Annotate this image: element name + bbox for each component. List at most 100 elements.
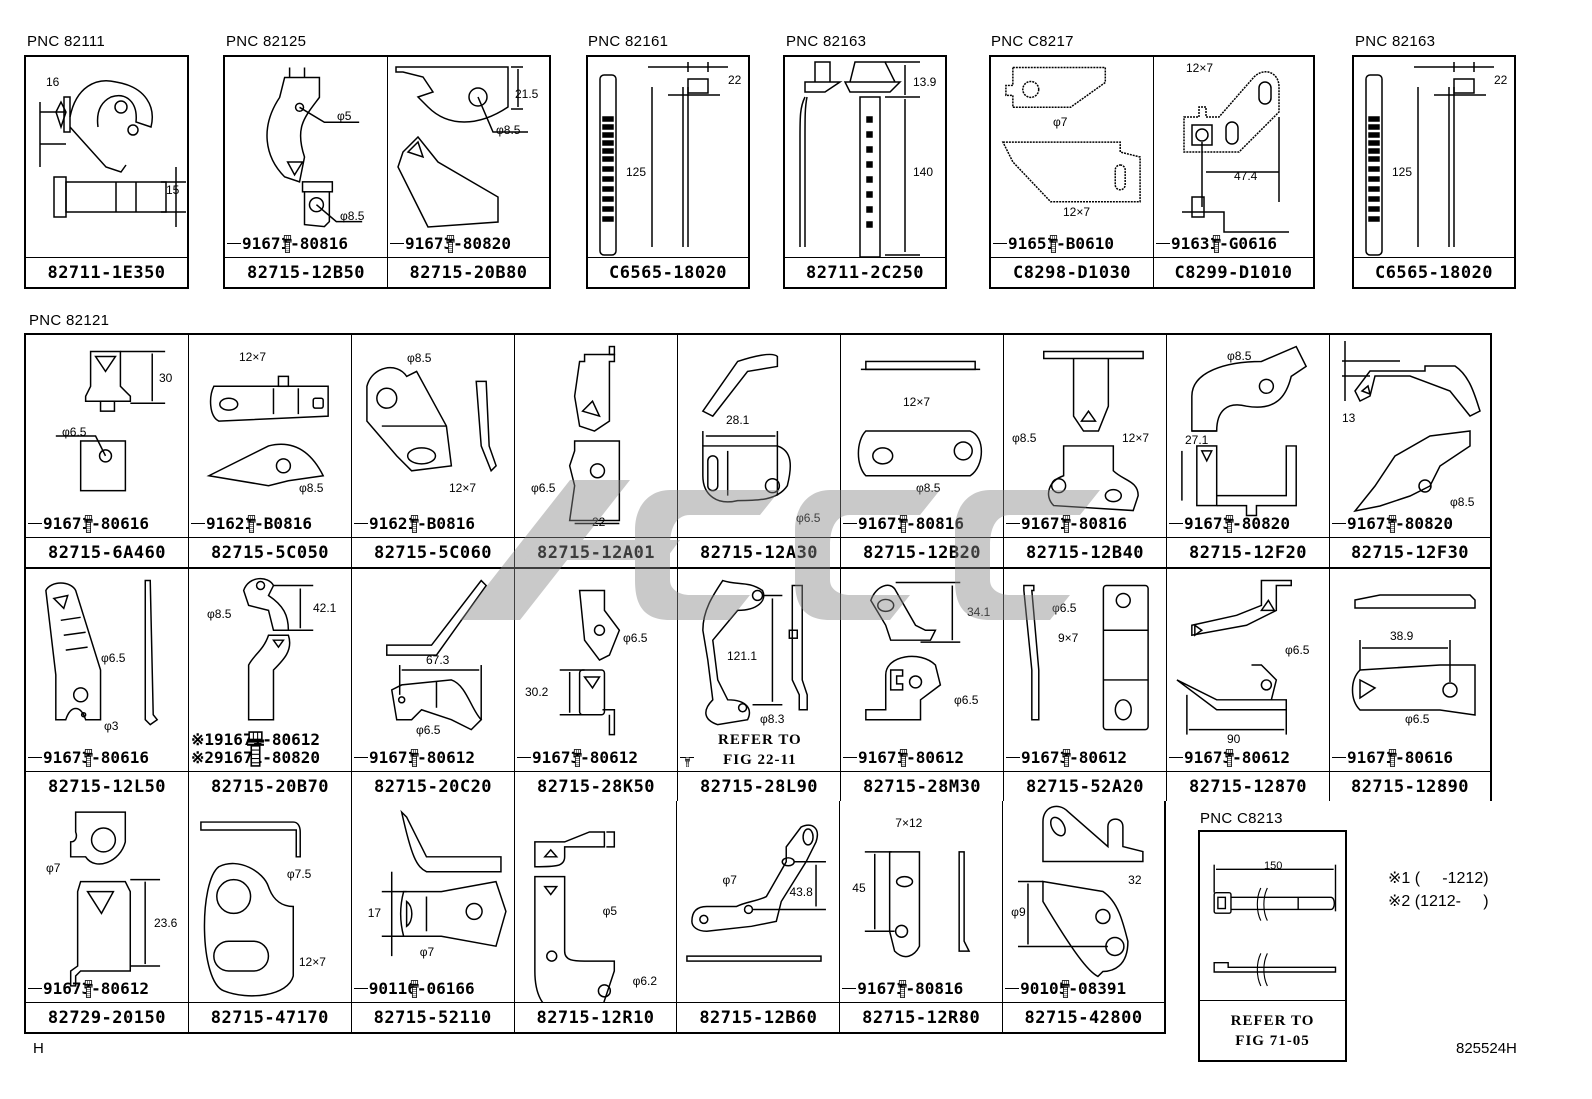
part-number[interactable]: C8298-D1030 xyxy=(991,257,1153,287)
bolt-part-number[interactable]: 91673-80612 xyxy=(1184,748,1290,767)
part-cell[interactable]: 12×7 φ8.5 91671-80816 82715-12B20 xyxy=(841,335,1004,567)
bolt-callout[interactable]: 91671-80816 xyxy=(227,235,348,253)
refer-to-figure[interactable]: REFER TO FIG 22-11 xyxy=(718,730,802,770)
part-number[interactable]: 82715-52A20 xyxy=(1004,771,1166,801)
bolt-part-number[interactable]: 91631-G0616 xyxy=(1171,234,1277,253)
part-cell[interactable]: 38.9 φ6.5 91671-80616 82715-12890 xyxy=(1330,569,1490,801)
bolt-part-number[interactable]: 91673-80820 xyxy=(405,234,511,253)
part-number[interactable]: 82715-5C050 xyxy=(189,537,351,567)
part-number[interactable]: 82715-12F20 xyxy=(1167,537,1329,567)
bolt-part-number[interactable]: 91673-80616 xyxy=(43,748,149,767)
part-cell[interactable]: φ6.5 22 82715-12A01 xyxy=(515,335,678,567)
bolt-part-number[interactable]: 91671-80612 xyxy=(858,748,964,767)
part-cell[interactable]: φ5 φ8.5 91671-80816 82715-12B50 xyxy=(225,57,388,287)
bolt-callout[interactable] xyxy=(680,756,695,768)
part-number[interactable]: 82715-12F30 xyxy=(1330,537,1490,567)
bolt-part-number[interactable]: 91671-80816 xyxy=(242,234,348,253)
part-number[interactable]: 82715-28M30 xyxy=(841,771,1003,801)
part-number[interactable]: 82715-12890 xyxy=(1330,771,1490,801)
bolt-callout[interactable]: 91671-80616 xyxy=(28,515,149,533)
part-number[interactable]: 82715-47170 xyxy=(188,1002,351,1032)
part-number[interactable]: 82715-52110 xyxy=(351,1002,514,1032)
bolt-part-number[interactable]: 91671-80616 xyxy=(1347,748,1453,767)
part-cell[interactable]: 121.1 φ8.3 REFER TO FIG 22-11 82715-28L9… xyxy=(678,569,841,801)
bolt-part-number[interactable]: 91621-B0816 xyxy=(369,514,475,533)
part-cell[interactable]: 16 15 82711-1E350 xyxy=(26,57,187,287)
part-number[interactable]: 82715-6A460 xyxy=(26,537,188,567)
bolt-part-number[interactable]: 91673-80612 xyxy=(1021,748,1127,767)
part-number[interactable]: 82715-12L50 xyxy=(26,771,188,801)
part-cell[interactable]: φ6.5 φ3 91673-80616 82715-12L50 xyxy=(26,569,189,801)
bolt-callout[interactable]: 91621-B0816 xyxy=(354,515,475,533)
part-number[interactable]: 82715-42800 xyxy=(1003,1002,1165,1032)
bolt-part-number[interactable]: 91673-80612 xyxy=(532,748,638,767)
part-cell[interactable]: φ6.5 90 91673-80612 82715-12870 xyxy=(1167,569,1330,801)
bolt-callout[interactable]: 91671-80612 xyxy=(354,749,475,767)
part-number[interactable]: 82715-12B60 xyxy=(677,1002,840,1032)
part-number[interactable]: 82715-12A30 xyxy=(678,537,840,567)
bolt-part-number[interactable]: 91651-B0610 xyxy=(1008,234,1114,253)
bolt-part-number[interactable]: 91671-80816 xyxy=(858,514,964,533)
bolt-callout[interactable]: 91631-G0616 xyxy=(1156,235,1277,253)
part-number[interactable]: 82715-20B80 xyxy=(388,257,549,287)
part-number[interactable]: C8299-D1010 xyxy=(1154,257,1313,287)
part-cell[interactable]: 34.1 φ6.5 91671-80612 82715-28M30 xyxy=(841,569,1004,801)
bolt-part-number[interactable]: 91671-80816 xyxy=(1021,514,1127,533)
bolt-callout[interactable]: 91671-80816 xyxy=(843,515,964,533)
part-cell[interactable]: φ6.5 9×7 91673-80612 82715-52A20 xyxy=(1004,569,1167,801)
bolt-part-number[interactable]: 90116-06166 xyxy=(368,979,475,998)
bolt-callout[interactable]: 91673-80820 xyxy=(390,235,511,253)
part-cell[interactable]: 7×12 45 91671-80816 82715-12R80 xyxy=(840,801,1004,1032)
part-cell[interactable]: 22 125 C6565-18020 xyxy=(588,57,748,287)
part-cell[interactable]: 17 φ7 90116-06166 82715-52110 xyxy=(351,801,515,1032)
bolt-part-number[interactable]: 90105-08391 xyxy=(1020,979,1127,998)
part-number[interactable]: 82715-12870 xyxy=(1167,771,1329,801)
bolt-part-number[interactable]: 91673-80612 xyxy=(43,979,149,998)
part-cell[interactable]: 13.9 140 82711-2C250 xyxy=(785,57,945,287)
part-number[interactable]: 82729-20150 xyxy=(26,1002,188,1032)
part-cell[interactable]: 12×7 47.4 91631-G0616 C8299-D1010 xyxy=(1154,57,1313,287)
part-cell[interactable]: 21.5 φ8.5 91673-80820 82715-20B80 xyxy=(388,57,549,287)
part-number[interactable]: C6565-18020 xyxy=(1354,257,1514,287)
part-number[interactable]: 82715-28K50 xyxy=(515,771,677,801)
part-cell[interactable]: 28.1 φ6.5 82715-12A30 xyxy=(678,335,841,567)
bolt-callout[interactable]: 91673-80612 xyxy=(1169,749,1290,767)
bolt-callout[interactable]: 91651-B0610 xyxy=(993,235,1114,253)
part-cell[interactable]: 12×7 φ8.5 91621-B0816 82715-5C050 xyxy=(189,335,352,567)
part-cell[interactable]: φ8.5 42.1 ※191671-80612 ※291671-80820 82… xyxy=(189,569,352,801)
part-cell[interactable]: φ8.5 27.1 91673-80820 82715-12F20 xyxy=(1167,335,1330,567)
bolt-callout[interactable]: 91671-80816 xyxy=(1006,515,1127,533)
part-cell[interactable]: φ7.5 12×7 82715-47170 xyxy=(188,801,352,1032)
bolt-callout[interactable]: 91673-80612 xyxy=(28,980,149,998)
part-cell[interactable]: φ7 23.6 91673-80612 82729-20150 xyxy=(26,801,189,1032)
refer-box[interactable]: REFER TO FIG 71-05 xyxy=(1200,1000,1345,1060)
bolt-callout[interactable]: 91671-80616 xyxy=(1332,749,1453,767)
bolt-callout[interactable]: 91671-80612 xyxy=(843,749,964,767)
bolt-callout[interactable]: 91671-80816 xyxy=(842,980,963,998)
part-cell[interactable]: 30 φ6.5 91671-80616 82715-6A460 xyxy=(26,335,189,567)
bolt-part-number[interactable]: 91671-80612 xyxy=(369,748,475,767)
bolt-callout[interactable]: 90116-06166 xyxy=(353,979,475,998)
part-number[interactable]: 82715-12B50 xyxy=(225,257,387,287)
bolt-part-number[interactable]: 91671-80816 xyxy=(857,979,964,998)
part-number[interactable]: 82715-5C060 xyxy=(352,537,514,567)
part-cell[interactable]: φ7 12×7 91651-B0610 C8298-D1030 xyxy=(991,57,1154,287)
part-cell[interactable]: φ6.5 30.2 91673-80612 82715-28K50 xyxy=(515,569,678,801)
part-number[interactable]: 82715-28L90 xyxy=(678,771,840,801)
bolt-part-number[interactable]: 91673-80820 xyxy=(1184,514,1290,533)
bolt-callout[interactable]: 91621-B0816 xyxy=(191,515,312,533)
refer-to-figure[interactable]: REFER TO FIG 71-05 xyxy=(1200,1011,1345,1051)
part-cell[interactable]: 22 125 C6565-18020 xyxy=(1354,57,1514,287)
part-number[interactable]: 82715-20B70 xyxy=(189,771,351,801)
part-cell[interactable]: φ8.5 12×7 91621-B0816 82715-5C060 xyxy=(352,335,515,567)
bolt-callout[interactable]: 91673-80612 xyxy=(517,749,638,767)
part-cell[interactable]: φ9 32 90105-08391 82715-42800 xyxy=(1003,801,1165,1032)
bolt-callout[interactable]: 91673-80820 xyxy=(1332,515,1453,533)
part-number[interactable]: 82711-2C250 xyxy=(785,257,945,287)
part-number[interactable]: 82715-20C20 xyxy=(352,771,514,801)
part-number[interactable]: 82715-12B20 xyxy=(841,537,1003,567)
part-number[interactable]: 82711-1E350 xyxy=(26,257,187,287)
part-number[interactable]: C6565-18020 xyxy=(588,257,748,287)
part-number[interactable]: 82715-12B40 xyxy=(1004,537,1166,567)
part-number[interactable]: 82715-12A01 xyxy=(515,537,677,567)
